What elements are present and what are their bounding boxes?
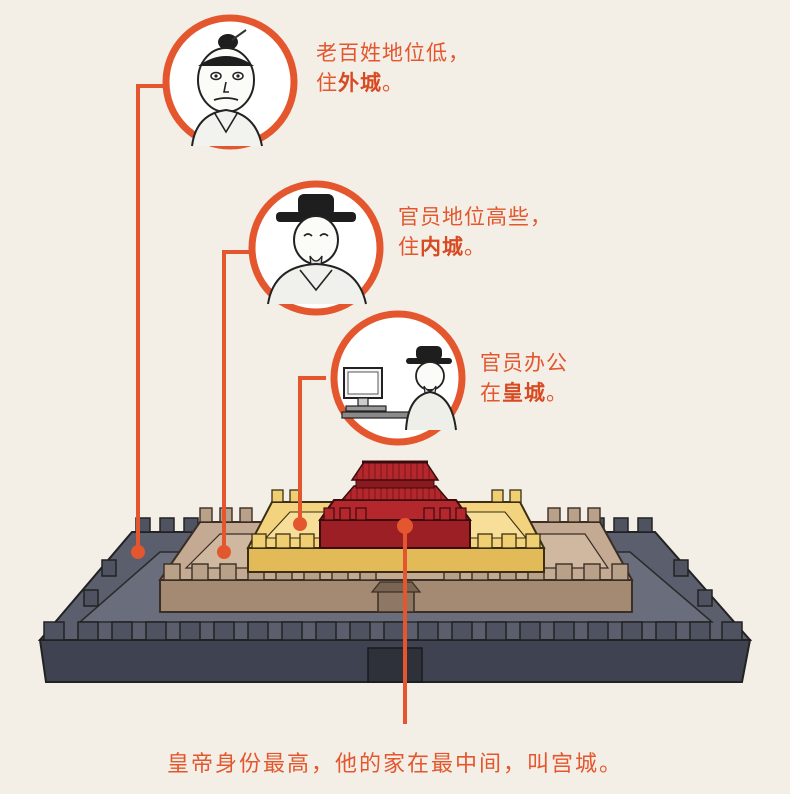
caption-inner-highlight: 内城 [420, 235, 464, 259]
caption-imperial-post: 。 [546, 381, 568, 405]
caption-imperial-pre: 在 [480, 381, 502, 405]
leader-line-outer [136, 84, 168, 552]
caption-outer-pre: 住 [316, 71, 338, 95]
caption-outer-post: 。 [382, 71, 404, 95]
leader-line-imperial [298, 376, 326, 524]
leader-dots [131, 517, 413, 559]
official-portrait [248, 180, 384, 316]
caption-imperial-line1: 官员办公 [480, 351, 568, 375]
caption-outer-city: 老百姓地位低， 住外城。 [316, 38, 470, 98]
caption-imperial-highlight: 皇城 [502, 381, 546, 405]
leader-line-inner [222, 250, 250, 552]
leader-lines [136, 84, 407, 724]
caption-inner-line2: 住内城。 [398, 232, 552, 262]
caption-outer-highlight: 外城 [338, 71, 382, 95]
caption-inner-line1: 官员地位高些， [398, 205, 552, 229]
caption-outer-line2: 住外城。 [316, 68, 470, 98]
caption-inner-pre: 住 [398, 235, 420, 259]
caption-imperial-line2: 在皇城。 [480, 378, 568, 408]
caption-inner-post: 。 [464, 235, 486, 259]
caption-outer-line1: 老百姓地位低， [316, 41, 470, 65]
caption-inner-city: 官员地位高些， 住内城。 [398, 202, 552, 262]
caption-palace-city: 皇帝身份最高，他的家在最中间，叫宫城。 [166, 752, 623, 777]
commoner-portrait [162, 14, 298, 150]
office-portrait [330, 310, 466, 446]
palace-city [318, 460, 472, 549]
caption-imperial-city: 官员办公 在皇城。 [480, 348, 568, 408]
computer-monitor-icon [343, 367, 387, 412]
